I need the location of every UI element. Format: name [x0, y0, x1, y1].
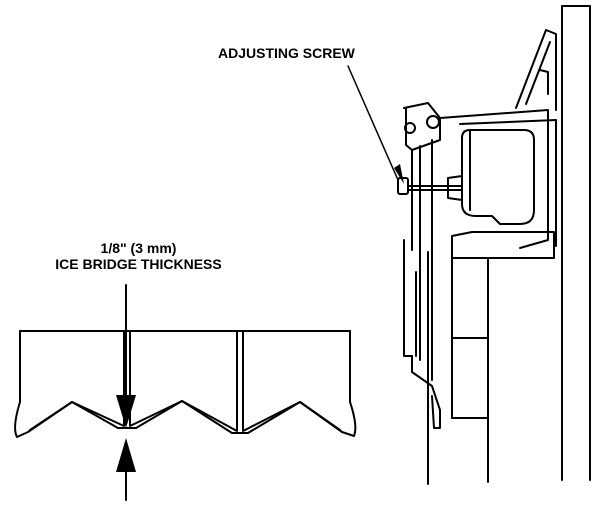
evaporator-assembly [397, 5, 591, 485]
arrow-up-icon [116, 438, 136, 472]
adjusting-screw-label: ADJUSTING SCREW [218, 45, 355, 61]
cabinet-back-wall [561, 5, 591, 481]
bridge-measure-text: 1/8" (3 mm) [100, 240, 177, 256]
mount-hole [404, 122, 416, 134]
cube-ridge-2 [135, 400, 233, 434]
cube-ridge-1 [29, 401, 119, 431]
thickness-arrows [116, 284, 136, 501]
ice-cube-cross-section [14, 330, 357, 438]
bridge-name-text: ICE BRIDGE THICKNESS [55, 256, 222, 272]
leader-arrow-icon [394, 164, 404, 184]
hinge-hole [426, 115, 440, 129]
cube-ridge-3 [247, 401, 341, 434]
ice-bridge-thickness-label: 1/8" (3 mm) ICE BRIDGE THICKNESS [16, 240, 261, 272]
switch-housing [461, 129, 535, 225]
arrow-down-icon [116, 395, 136, 428]
ice-slab-outline [14, 330, 357, 438]
adjusting-screw-leader [347, 65, 399, 181]
